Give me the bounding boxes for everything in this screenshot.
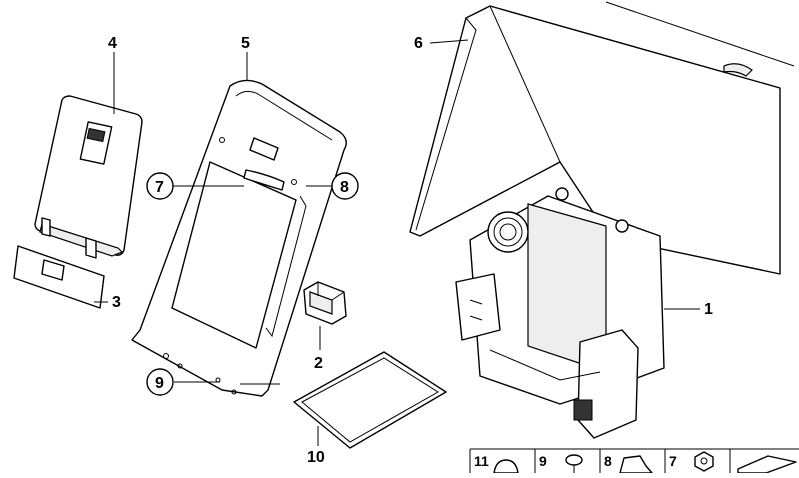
- legend-item-9: 9: [539, 453, 583, 473]
- legend-item-8: 8: [604, 453, 653, 474]
- hardware-legend: 11 9 8 7: [469, 448, 799, 474]
- leader-lines: [94, 39, 700, 446]
- clip-icon: [493, 459, 519, 474]
- callout-4: 4: [108, 35, 117, 52]
- pad-part: [293, 351, 447, 449]
- frame-part: [131, 79, 347, 397]
- legend-item-11: 11: [474, 453, 519, 474]
- callout-10: 10: [307, 449, 325, 466]
- hex-screw-icon: [694, 451, 714, 472]
- pad-icon: [737, 455, 797, 474]
- callout-3: 3: [112, 294, 121, 311]
- spring-nut-icon: [619, 455, 653, 474]
- legend-item-7: 7: [669, 451, 714, 472]
- cover-part: [34, 95, 143, 259]
- connector-part: [303, 281, 347, 325]
- callout-8-circled: 8: [331, 172, 359, 200]
- callout-9-circled: 9: [146, 368, 174, 396]
- callout-6: 6: [414, 35, 423, 52]
- legend-number-9: 9: [539, 453, 547, 469]
- callout-5: 5: [241, 35, 250, 52]
- legend-number-11: 11: [474, 453, 489, 469]
- legend-item-pad: [737, 455, 797, 474]
- callout-7-circled: 7: [146, 172, 174, 200]
- expanding-rivet-icon: [565, 454, 583, 473]
- callout-8: 8: [340, 179, 349, 196]
- amplifier-unit-part: [455, 187, 665, 439]
- trim-panel-part: [13, 245, 105, 309]
- legend-number-7: 7: [669, 453, 677, 469]
- callout-7: 7: [155, 179, 164, 196]
- callout-2: 2: [314, 355, 323, 372]
- callout-9: 9: [155, 375, 164, 392]
- callout-1: 1: [704, 301, 713, 318]
- legend-number-8: 8: [604, 453, 612, 469]
